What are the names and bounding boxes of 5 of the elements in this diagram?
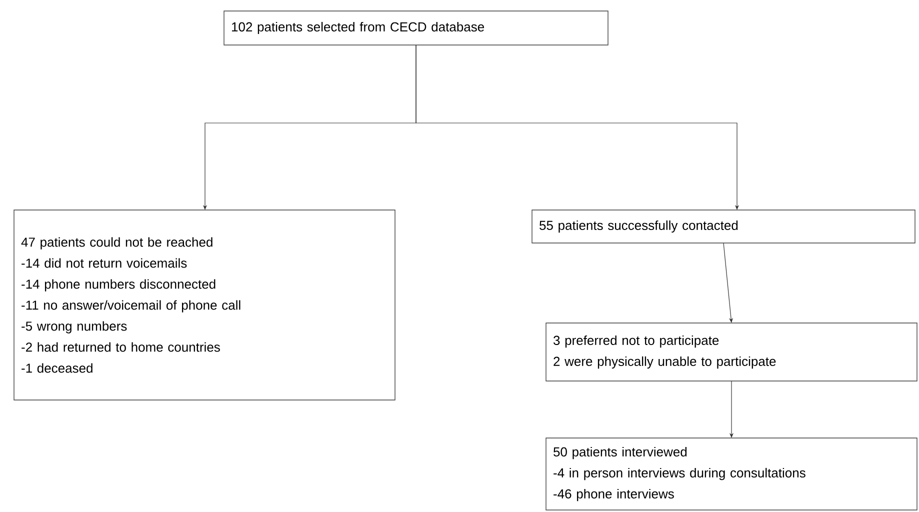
flow-box: 102 patients selected from CECD database [224, 10, 608, 46]
flow-box: 3 preferred not to participate 2 were physically unable to participate [546, 322, 918, 382]
flow-box: 50 patients interviewed -4 in person interviews during consultations -46 phone interviews [546, 438, 918, 510]
flow-box: 55 patients successfully contacted [532, 210, 916, 244]
flow-box: 47 patients could not be reached -14 did not return voicemails -14 phone numbers disconnected -11 no answer/voicemail of phone call -5 wrong numbers -2 had returned to home countries -1 deceased [14, 210, 396, 400]
